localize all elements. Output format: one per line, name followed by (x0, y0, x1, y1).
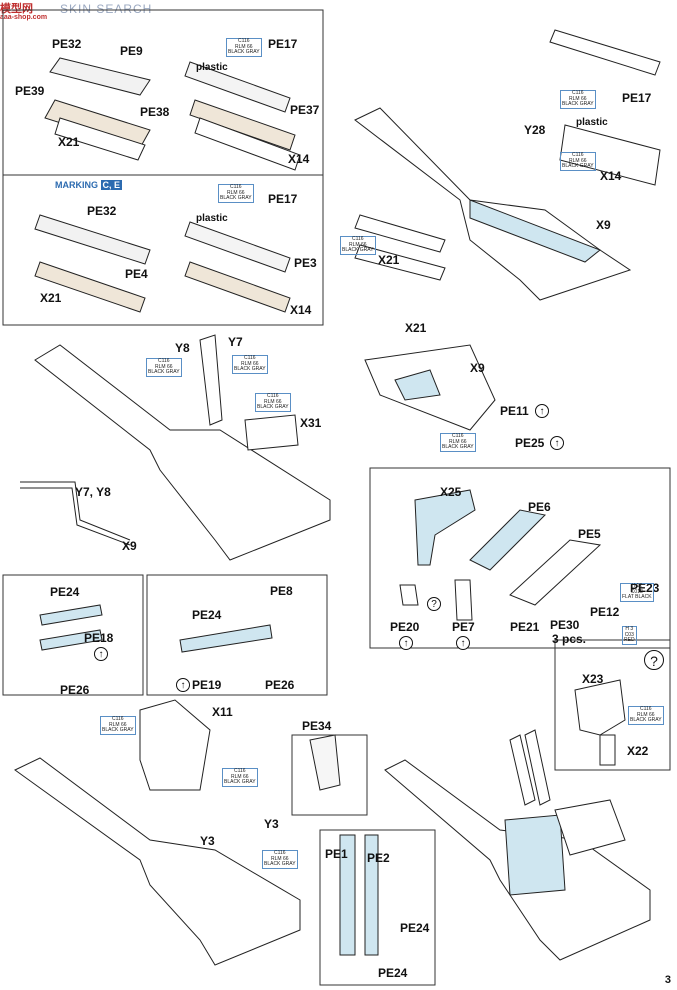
panel-b-border (2, 174, 324, 326)
paint-callout: C116 RLM 66 BLACK GRAY (100, 716, 136, 735)
part-label: plastic (196, 213, 228, 224)
part-label: X14 (288, 152, 310, 166)
part-label: PE30 (550, 618, 580, 632)
paint-callout: C116 RLM 66 BLACK GRAY (262, 850, 298, 869)
part-label: Y3 (264, 817, 279, 831)
part-label: PE1 (325, 847, 348, 861)
panel-i-border (554, 639, 671, 771)
part-label: X21 (40, 291, 62, 305)
part-label: X22 (627, 744, 649, 758)
part-label: PE2 (367, 851, 390, 865)
part-label: PE17 (268, 192, 298, 206)
paint-callout: C116 RLM 66 BLACK GRAY (255, 393, 291, 412)
part-label: PE24 (378, 966, 408, 980)
part-label: PE8 (270, 584, 293, 598)
paint-callout: C116 RLM 66 BLACK GRAY (218, 184, 254, 203)
part-label: PE17 (268, 37, 298, 51)
part-label: PE21 (510, 620, 540, 634)
part-label: PE25 (515, 436, 545, 450)
part-label: Y7, Y8 (75, 485, 111, 499)
part-label: X25 (440, 485, 462, 499)
bend-icon: ↑ (456, 636, 470, 650)
part-label: PE34 (302, 719, 332, 733)
part-label: PE24 (50, 585, 80, 599)
paint-callout: C116 RLM 66 BLACK GRAY (146, 358, 182, 377)
bend-icon: ↑ (399, 636, 413, 650)
part-label: X11 (212, 705, 233, 719)
part-label: X21 (58, 135, 80, 149)
part-label: PE24 (192, 608, 222, 622)
panel-g-border (2, 574, 144, 696)
part-label: plastic (576, 117, 608, 128)
bend-icon: ↑ (94, 647, 108, 661)
part-label: PE32 (87, 204, 117, 218)
bend-icon: ↑ (550, 436, 564, 450)
question-icon: ? (644, 650, 664, 670)
pe-fret-part (49, 57, 151, 96)
pe37-part (189, 99, 296, 151)
question-icon: ? (427, 597, 441, 611)
part-label: PE38 (140, 105, 170, 119)
part-label: PE37 (290, 103, 320, 117)
panel-h-border (146, 574, 328, 696)
part-label: X9 (122, 539, 137, 553)
part-label: PE6 (528, 500, 551, 514)
part-label: PE9 (120, 44, 143, 58)
part-label: PE20 (390, 620, 420, 634)
paint-callout: H 12 C018 FLAT BLACK (620, 583, 654, 602)
part-label: PE4 (125, 267, 148, 281)
bend-icon: ↑ (535, 404, 549, 418)
watermark: SKIN SEARCH (60, 2, 153, 16)
paint-callout: C116 RLM 66 BLACK GRAY (226, 38, 262, 57)
site-logo-url: aaa-shop.com (0, 14, 48, 21)
part-label: X31 (300, 416, 322, 430)
site-logo: 模型网 (0, 3, 33, 15)
part-label: Y7 (228, 335, 243, 349)
part-label: PE39 (15, 84, 45, 98)
part-label: plastic (196, 62, 228, 73)
part-label: PE19 (192, 678, 222, 692)
part-label: X23 (582, 672, 604, 686)
part-label: X21 (378, 253, 400, 267)
part-label: 3 pcs. (552, 632, 587, 646)
part-label: PE26 (265, 678, 295, 692)
part-label: PE12 (590, 605, 620, 619)
x14-part (194, 117, 301, 171)
page-number: 3 (664, 974, 671, 986)
paint-callout: C116 RLM 66 BLACK GRAY (628, 706, 664, 725)
part-label: X9 (470, 361, 485, 375)
part-label: PE3 (294, 256, 317, 270)
paint-callout: C116 RLM 66 BLACK GRAY (340, 236, 376, 255)
paint-callout: C116 RLM 66 BLACK GRAY (560, 90, 596, 109)
paint-callout: C116 RLM 66 BLACK GRAY (560, 152, 596, 171)
panel-f-border (369, 467, 671, 649)
bend-icon: ↑ (176, 678, 190, 692)
part-label: PE24 (400, 921, 430, 935)
part-label: X14 (600, 169, 622, 183)
x21-part (54, 117, 146, 161)
part-label: PE23 (630, 581, 660, 595)
part-label: X14 (290, 303, 312, 317)
paint-callout: H 3 C03 RED (622, 626, 637, 645)
part-label: PE17 (622, 91, 652, 105)
paint-callout: C116 RLM 66 BLACK GRAY (440, 433, 476, 452)
paint-callout: C116 RLM 66 BLACK GRAY (222, 768, 258, 787)
part-label: PE7 (452, 620, 475, 634)
part-label: PE18 (84, 631, 114, 645)
part-label: PE26 (60, 683, 90, 697)
paint-callout: C116 RLM 66 BLACK GRAY (232, 355, 268, 374)
panel-pe34-border (291, 734, 368, 816)
pe17-part (184, 61, 291, 113)
part-label: PE5 (578, 527, 601, 541)
panel-belts-border (319, 829, 436, 986)
part-label: X21 (405, 321, 427, 335)
part-label: Y3 (200, 834, 215, 848)
marking-label: MARKING C, E (55, 180, 123, 190)
part-label: PE32 (52, 37, 82, 51)
part-label: X9 (596, 218, 611, 232)
part-label: PE11 (500, 404, 529, 418)
part-label: Y28 (524, 123, 546, 137)
part-label: Y8 (175, 341, 190, 355)
